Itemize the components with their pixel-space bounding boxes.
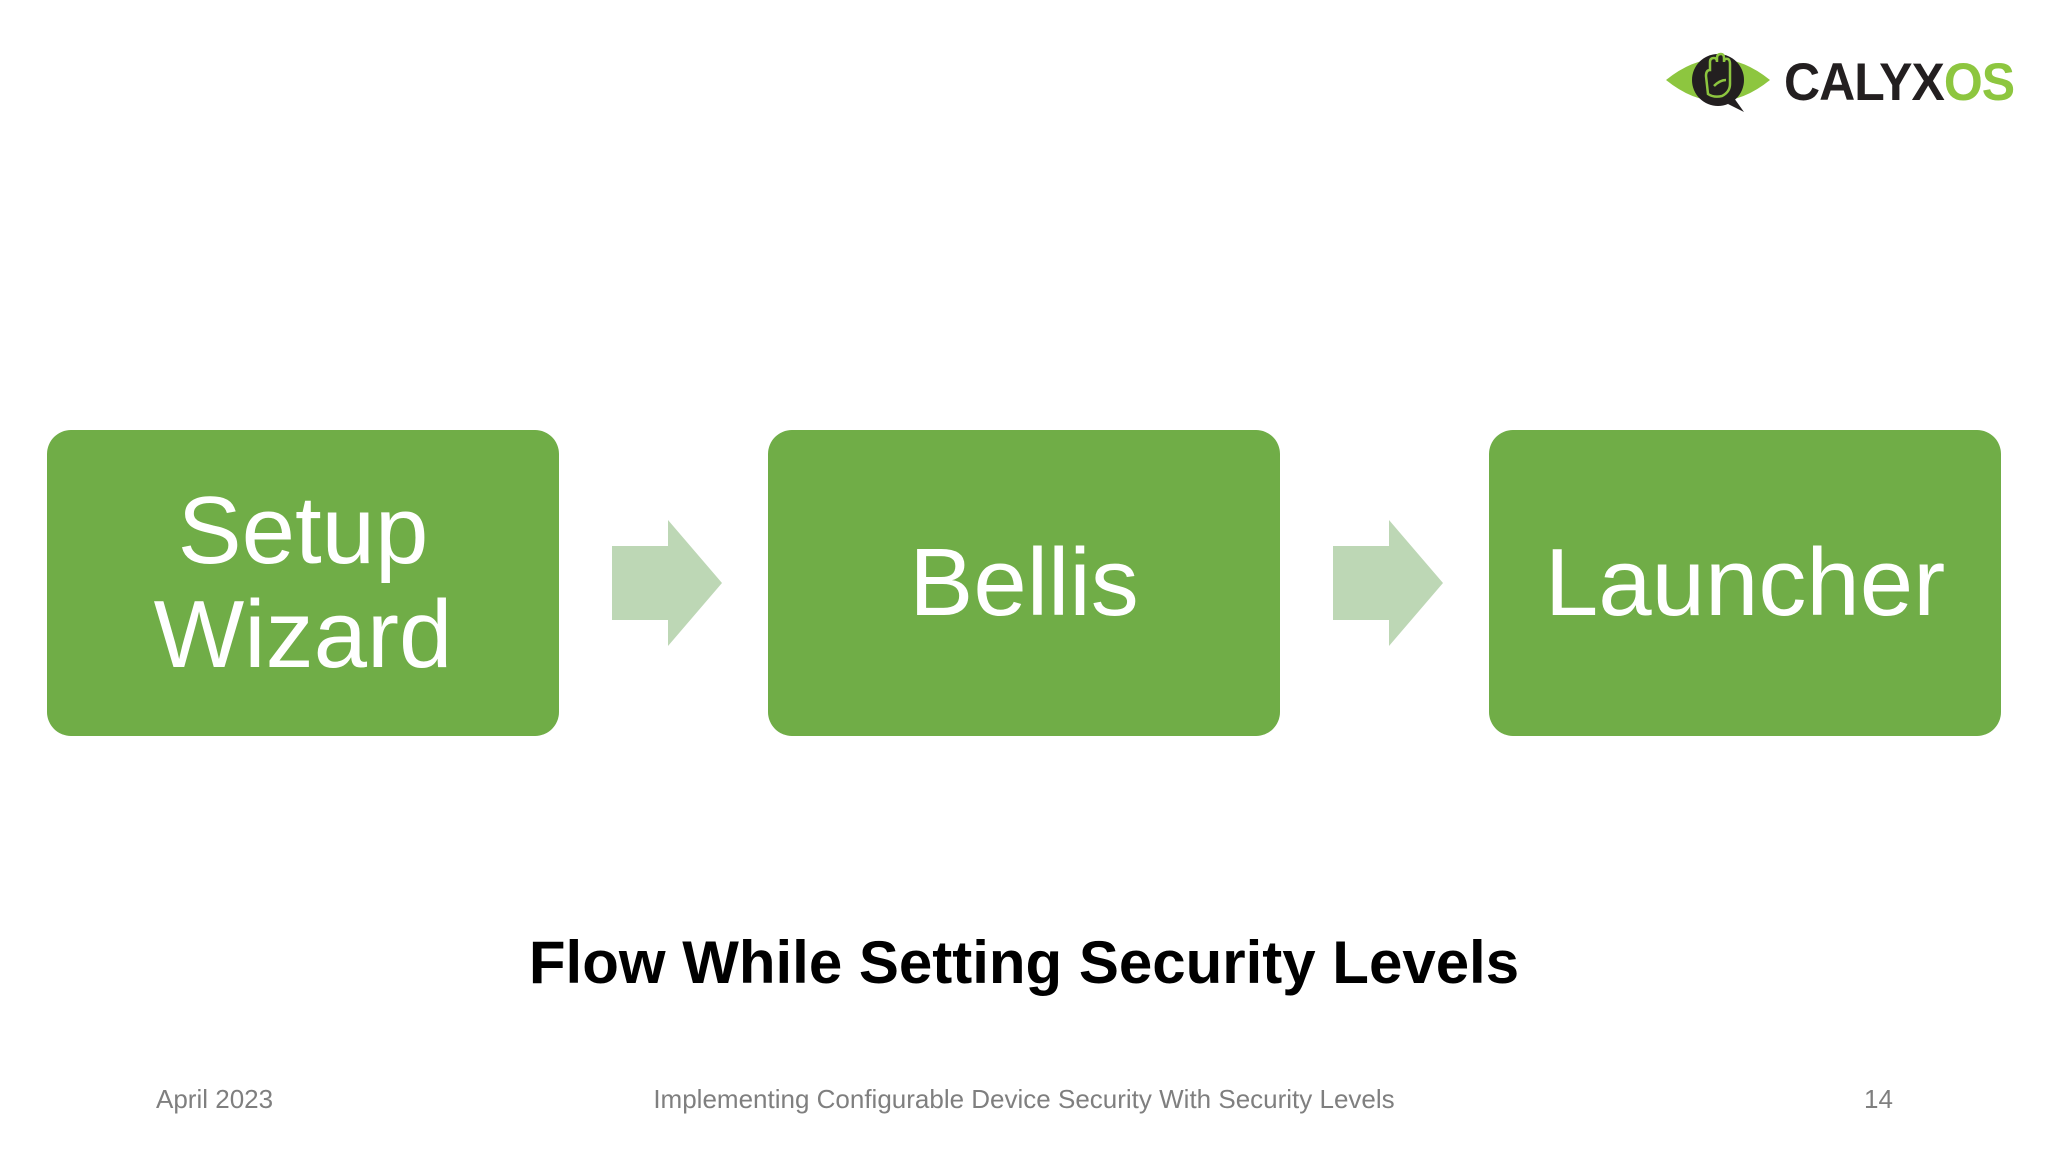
logo-wordmark: CALYXOS	[1784, 52, 2015, 112]
step-label-line: Launcher	[1544, 529, 1946, 636]
right-arrow-icon	[612, 520, 722, 646]
step-label-line: Bellis	[909, 529, 1139, 636]
step-label-line: Setup	[177, 477, 429, 584]
calyxos-logo: CALYXOS	[1664, 46, 2015, 118]
step-bellis: Bellis	[768, 430, 1280, 736]
logo-text-calyx: CALYX	[1784, 52, 1945, 112]
footer-page-number: 14	[1864, 1084, 1893, 1114]
logo-text-os: OS	[1943, 52, 2015, 112]
footer-date: April 2023	[156, 1084, 274, 1114]
step-label-line: Wizard	[153, 581, 453, 688]
footer-presentation-title: Implementing Configurable Device Securit…	[653, 1084, 1395, 1114]
step-launcher: Launcher	[1489, 430, 2001, 736]
right-arrow-icon	[1333, 520, 1443, 646]
eye-hand-icon	[1666, 52, 1770, 112]
slide-title: Flow While Setting Security Levels	[528, 929, 1520, 996]
step-setup-wizard: Setup Wizard	[47, 430, 559, 736]
